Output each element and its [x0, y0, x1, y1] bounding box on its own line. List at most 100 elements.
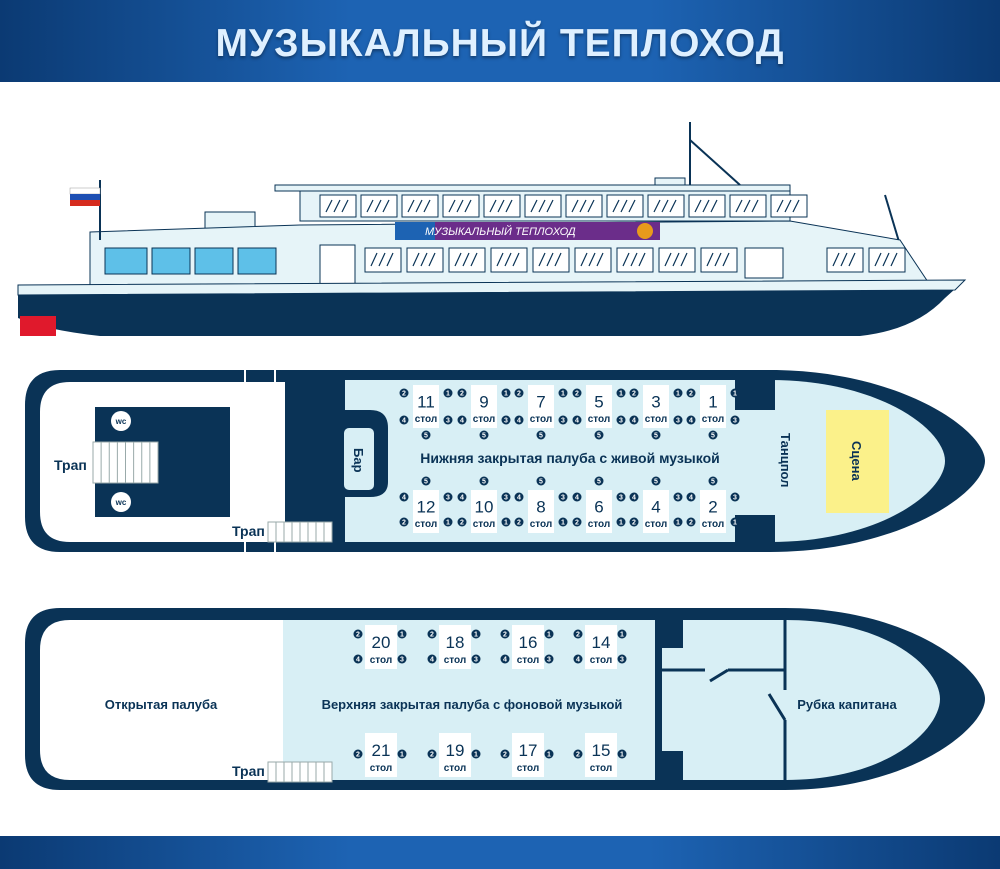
seat-marker[interactable] — [399, 517, 409, 527]
seat-marker[interactable] — [686, 415, 696, 425]
table[interactable] — [528, 385, 554, 428]
seat-marker[interactable] — [673, 415, 683, 425]
table[interactable] — [586, 490, 612, 533]
seat-marker[interactable] — [514, 492, 524, 502]
seat-marker[interactable] — [353, 629, 363, 639]
seat-marker[interactable] — [536, 476, 546, 486]
seat-marker[interactable] — [572, 415, 582, 425]
seat-marker[interactable] — [616, 388, 626, 398]
seat-marker[interactable] — [686, 388, 696, 398]
seat-marker[interactable] — [443, 517, 453, 527]
seat-marker[interactable] — [544, 654, 554, 664]
table[interactable] — [471, 490, 497, 533]
seat-marker[interactable] — [617, 654, 627, 664]
table[interactable] — [643, 385, 669, 428]
seat-marker[interactable] — [399, 492, 409, 502]
seat-marker[interactable] — [730, 492, 740, 502]
seat-marker[interactable] — [443, 388, 453, 398]
seat-marker[interactable] — [558, 492, 568, 502]
table[interactable] — [439, 733, 471, 777]
seat-marker[interactable] — [651, 476, 661, 486]
seat-marker[interactable] — [514, 415, 524, 425]
seat-marker[interactable] — [457, 492, 467, 502]
seat-marker[interactable] — [443, 492, 453, 502]
table[interactable] — [528, 490, 554, 533]
seat-marker[interactable] — [471, 749, 481, 759]
seat-marker[interactable] — [573, 629, 583, 639]
seat-marker[interactable] — [397, 654, 407, 664]
seat-marker[interactable] — [558, 517, 568, 527]
seat-marker[interactable] — [479, 476, 489, 486]
seat-marker[interactable] — [616, 517, 626, 527]
seat-marker[interactable] — [616, 492, 626, 502]
seat-marker[interactable] — [457, 517, 467, 527]
seat-marker[interactable] — [617, 749, 627, 759]
seat-marker[interactable] — [501, 388, 511, 398]
seat-marker[interactable] — [558, 415, 568, 425]
seat-marker[interactable] — [500, 749, 510, 759]
table[interactable] — [413, 490, 439, 533]
seat-marker[interactable] — [544, 749, 554, 759]
table[interactable] — [439, 625, 471, 669]
seat-marker[interactable] — [572, 517, 582, 527]
seat-marker[interactable] — [730, 415, 740, 425]
seat-marker[interactable] — [397, 629, 407, 639]
seat-marker[interactable] — [651, 430, 661, 440]
seat-marker[interactable] — [443, 415, 453, 425]
table[interactable] — [413, 385, 439, 428]
seat-marker[interactable] — [594, 476, 604, 486]
seat-marker[interactable] — [708, 430, 718, 440]
seat-marker[interactable] — [457, 388, 467, 398]
seat-marker[interactable] — [397, 749, 407, 759]
seat-marker[interactable] — [500, 654, 510, 664]
seat-marker[interactable] — [536, 430, 546, 440]
seat-marker[interactable] — [544, 629, 554, 639]
table[interactable] — [586, 385, 612, 428]
seat-marker[interactable] — [427, 749, 437, 759]
seat-marker[interactable] — [514, 517, 524, 527]
table[interactable] — [700, 490, 726, 533]
seat-marker[interactable] — [573, 654, 583, 664]
seat-marker[interactable] — [629, 517, 639, 527]
seat-marker[interactable] — [629, 415, 639, 425]
seat-marker[interactable] — [471, 629, 481, 639]
table[interactable] — [512, 625, 544, 669]
seat-marker[interactable] — [673, 517, 683, 527]
seat-marker[interactable] — [686, 492, 696, 502]
seat-marker[interactable] — [501, 492, 511, 502]
seat-marker[interactable] — [514, 388, 524, 398]
seat-marker[interactable] — [399, 415, 409, 425]
seat-marker[interactable] — [471, 654, 481, 664]
seat-marker[interactable] — [353, 749, 363, 759]
seat-marker[interactable] — [572, 388, 582, 398]
table[interactable] — [700, 385, 726, 428]
seat-marker[interactable] — [686, 517, 696, 527]
table[interactable] — [471, 385, 497, 428]
seat-marker[interactable] — [399, 388, 409, 398]
seat-marker[interactable] — [673, 388, 683, 398]
seat-marker[interactable] — [673, 492, 683, 502]
seat-marker[interactable] — [730, 388, 740, 398]
seat-marker[interactable] — [573, 749, 583, 759]
seat-marker[interactable] — [708, 476, 718, 486]
seat-marker[interactable] — [427, 629, 437, 639]
table[interactable] — [585, 733, 617, 777]
table[interactable] — [512, 733, 544, 777]
seat-marker[interactable] — [421, 430, 431, 440]
seat-marker[interactable] — [558, 388, 568, 398]
seat-marker[interactable] — [629, 388, 639, 398]
table[interactable] — [365, 625, 397, 669]
seat-marker[interactable] — [479, 430, 489, 440]
table[interactable] — [643, 490, 669, 533]
seat-marker[interactable] — [457, 415, 467, 425]
table[interactable] — [365, 733, 397, 777]
seat-marker[interactable] — [594, 430, 604, 440]
seat-marker[interactable] — [427, 654, 437, 664]
seat-marker[interactable] — [617, 629, 627, 639]
seat-marker[interactable] — [501, 415, 511, 425]
seat-marker[interactable] — [572, 492, 582, 502]
seat-marker[interactable] — [629, 492, 639, 502]
seat-marker[interactable] — [616, 415, 626, 425]
seat-marker[interactable] — [421, 476, 431, 486]
seat-marker[interactable] — [501, 517, 511, 527]
